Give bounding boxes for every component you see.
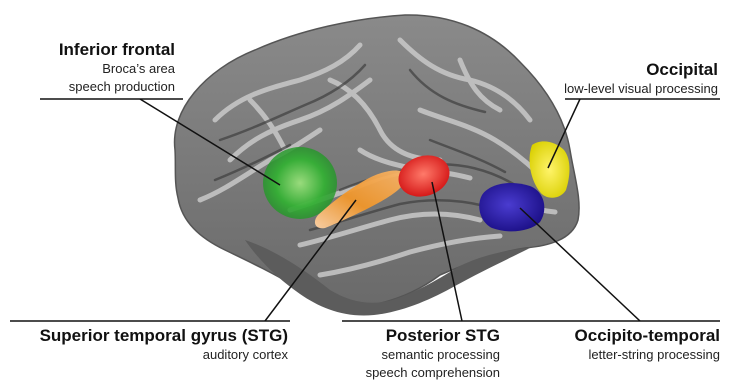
posterior-stg-title: Posterior STG xyxy=(330,326,500,346)
posterior-stg-desc-1: semantic processing xyxy=(330,346,500,364)
inferior-frontal-title: Inferior frontal xyxy=(20,40,175,60)
occipito-temporal-label: Occipito-temporal letter-string processi… xyxy=(500,326,720,364)
occipital-desc: low-level visual processing xyxy=(540,80,718,98)
stg-desc: auditory cortex xyxy=(8,346,288,364)
stg-label: Superior temporal gyrus (STG) auditory c… xyxy=(8,326,288,364)
occipito-temporal-desc: letter-string processing xyxy=(500,346,720,364)
inferior-frontal-desc-2: speech production xyxy=(20,78,175,96)
inferior-frontal-desc-1: Broca’s area xyxy=(20,60,175,78)
inferior-frontal-label: Inferior frontal Broca’s area speech pro… xyxy=(20,40,175,96)
stg-title: Superior temporal gyrus (STG) xyxy=(8,326,288,346)
occipito-temporal-title: Occipito-temporal xyxy=(500,326,720,346)
occipital-title: Occipital xyxy=(540,60,718,80)
occipito-temporal-region xyxy=(479,183,544,231)
posterior-stg-desc-2: speech comprehension xyxy=(330,364,500,382)
brain-surface xyxy=(175,15,580,316)
posterior-stg-label: Posterior STG semantic processing speech… xyxy=(330,326,500,382)
occipital-label: Occipital low-level visual processing xyxy=(540,60,718,98)
